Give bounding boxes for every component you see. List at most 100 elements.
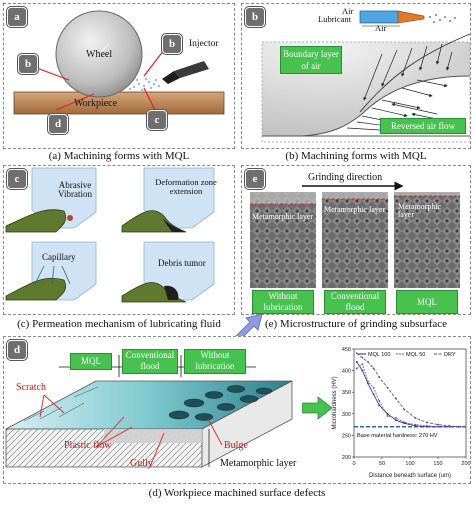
condition-conventional-flood: Conventional flood [324,290,386,314]
series-point-0 [367,382,369,385]
workpiece-block [13,91,225,115]
gully-label: Gully [130,458,153,469]
panel-b-letter: b [245,7,265,27]
x-tick-label: 100 [405,461,414,467]
series-point-1 [378,399,381,402]
series-point-1 [361,363,364,366]
panel-d: d MQL Conventional flood Without lubrica… [3,336,471,484]
plastic-flow-label: Plastic flow [64,440,112,451]
baseline-annotation: Base material hardness: 270 HV [357,433,438,439]
x-tick-label: 50 [379,461,385,467]
x-tick-label: 0 [352,461,355,467]
abrasive-vibration-label: Abrasive Vibration [58,180,92,200]
metamorphic-label-2: Metamorphic layer [324,205,386,214]
micrograph-1 [250,192,316,288]
wheel-label: Wheel [86,49,113,60]
series-point-2 [448,424,451,427]
y-tick-label: 200 [342,455,351,461]
workpiece-label: Workpiece [74,98,118,109]
x-axis-label: Distance beneath surface (um) [369,473,451,479]
panel-c-caption: (c) Permeation mechanism of lubricating … [17,318,221,330]
lubricant-label: Lubricant [318,14,352,24]
panel-c: c Abrasive Vibration Deformation zone ex… [3,165,235,315]
legend-label-2: DRY [444,352,456,358]
series-point-1 [403,421,406,424]
panel-e-letter: e [245,169,265,189]
condition-mql: MQL [396,290,458,314]
marker-b-right: b [162,34,182,54]
series-point-1 [372,386,375,389]
zone-conventional-flood: Conventional flood [122,349,178,374]
series-point-1 [386,415,389,417]
metamorphic-label-3: Metamorphic layer [398,202,442,220]
y-tick-label: 400 [342,369,351,375]
series-point-1 [367,380,369,383]
injector-label: Injector [189,39,219,49]
series-point-2 [361,356,364,359]
series-point-0 [378,404,381,407]
zone-mql: MQL [70,353,112,370]
series-point-0 [372,393,375,396]
panel-a-caption: (a) Machining forms with MQL [48,150,190,162]
air-label-top: Air [342,6,354,16]
micrograph-3 [394,192,460,288]
series-point-0 [395,419,397,422]
series-point-2 [425,421,428,424]
series-point-1 [425,424,428,427]
x-tick-label: 150 [433,461,442,467]
series-point-1 [414,423,417,426]
scratch-label: Scratch [16,382,46,393]
green-arrow-icon [302,397,332,419]
y-tick-label: 300 [342,412,351,418]
series-point-2 [459,425,462,428]
injector-nozzle [174,61,209,78]
y-tick-label: 350 [342,390,351,396]
reversed-air-flow-box: Reversed air flow [380,118,466,134]
panel-e-illustration [250,181,460,288]
series-point-2 [437,423,439,426]
grinding-direction-label: Grinding direction [308,172,383,183]
panel-a-illustration [13,10,225,115]
plot-area [353,348,467,458]
y-tick-label: 250 [342,433,351,439]
series-point-0 [355,361,358,363]
metamorphic-label-1: Metamorphic layer [252,212,314,221]
micrograph-2 [322,192,388,288]
panel-e: e Grinding direction Metamorphic layer M… [241,165,471,315]
y-axis-label: Microhardness (HV) [332,376,338,429]
series-point-2 [355,352,358,355]
series-point-1 [437,425,439,428]
series-point-1 [355,367,358,370]
deformation-label: Deformation zone extension [155,177,217,196]
marker-c: c [147,110,167,130]
legend-label-0: MQL 100 [368,352,390,358]
panel-a: a Wheel Injector Workpiece b b c d [3,3,235,149]
debris-tumor-label: Debris tumor [158,258,206,268]
metamorphic-layer-label: Metamorphic layer [220,458,297,469]
capillary-label: Capillary [42,252,76,262]
series-point-2 [414,417,417,420]
panel-d-illustration [5,355,293,468]
panel-b-caption: (b) Machining forms with MQL [285,150,427,162]
series-point-0 [386,412,389,415]
boundary-layer-box: Boundary layer of air [280,46,342,74]
series-point-0 [361,369,364,372]
panel-e-caption: (e) Microstructure of grinding subsurfac… [264,318,448,330]
condition-without-lubrication: Without lubrication [252,290,314,314]
panel-d-caption: (d) Workpiece machined surface defects [148,487,326,499]
air-label-bottom: Air [375,23,387,33]
marker-b-left: b [18,54,38,74]
mist-spray [129,78,160,91]
panel-c-illustration [5,167,215,303]
y-tick-label: 450 [342,347,351,353]
series-point-2 [403,408,406,411]
legend-label-1: MQL 50 [406,352,425,358]
series-point-2 [372,367,375,370]
panel-b: b Air Lubricant Air Boundary layer of ai… [241,3,471,149]
zone-without-lubrication: Without lubrication [184,349,246,374]
series-point-2 [386,386,389,389]
series-point-0 [414,424,417,427]
bulge-label: Bulge [224,440,248,451]
series-point-1 [395,417,397,420]
